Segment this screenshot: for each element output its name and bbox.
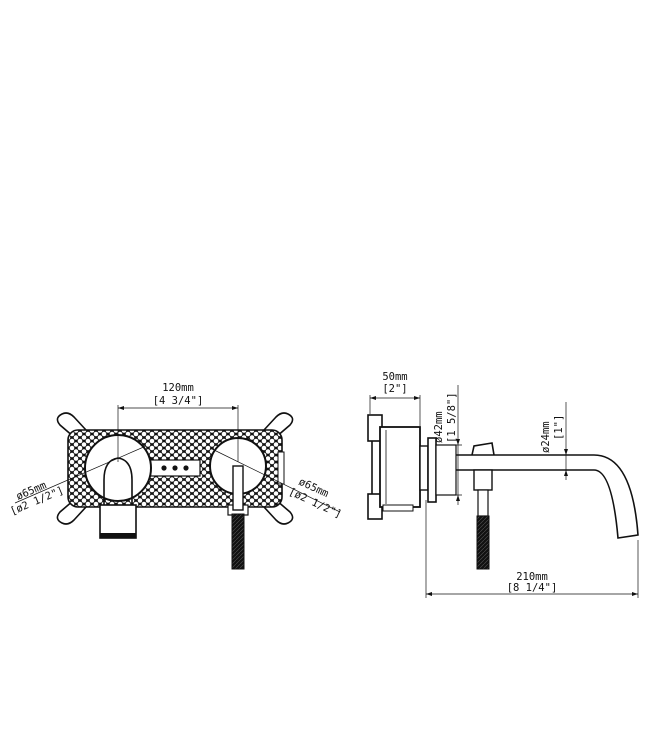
handle-diameter-mm-label: ø42mm — [433, 411, 445, 443]
front-view: 120mm [4 3/4"] ø65mm [ø2 1/2"] ø65mm [ø2… — [8, 382, 343, 570]
width-mm-label: 120mm — [162, 382, 194, 394]
spout — [456, 454, 639, 539]
handle-diameter-in-label: [1 5/8"] — [446, 392, 458, 443]
side-handle-lever — [476, 515, 490, 570]
side-handle — [471, 442, 495, 570]
handle-lever — [231, 513, 245, 570]
rosette-plate — [427, 437, 437, 503]
side-view: 50mm [2"] ø42mm [1 5/8"] ø24mm [1"] 210m… — [367, 371, 639, 598]
dimension-depth: 50mm [2"] — [369, 371, 421, 426]
dimension-width: 120mm [4 3/4"] — [117, 382, 239, 462]
spout-diameter-in-label: [1"] — [553, 415, 565, 440]
depth-in-label: [2"] — [382, 383, 407, 395]
dimension-spout-diameter: ø24mm [1"] — [540, 402, 568, 480]
center-slot — [149, 459, 201, 477]
valve-body — [367, 414, 429, 520]
depth-mm-label: 50mm — [382, 371, 407, 383]
width-in-label: [4 3/4"] — [153, 395, 204, 407]
dimension-handle-diameter: ø42mm [1 5/8"] — [433, 385, 462, 505]
right-rosette — [209, 437, 267, 570]
reach-mm-label: 210mm — [516, 571, 548, 583]
reach-in-label: [8 1/4"] — [507, 582, 558, 594]
dimension-reach: 210mm [8 1/4"] — [425, 500, 639, 598]
spout-diameter-mm-label: ø24mm — [540, 421, 552, 453]
mounting-ears — [56, 412, 294, 525]
